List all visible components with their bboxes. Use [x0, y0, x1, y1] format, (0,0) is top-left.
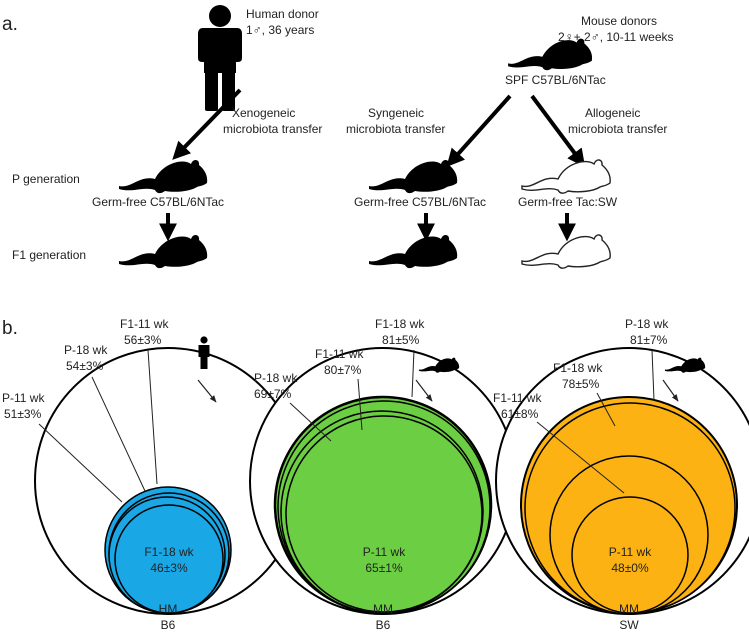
label-name: P-11 wk — [2, 391, 45, 405]
label-value: 80±7% — [324, 363, 362, 377]
allo-label-1: Allogeneic — [585, 106, 640, 120]
label-value: 81±5% — [382, 333, 420, 347]
germfree-b6-label-1: Germ-free C57BL/6NTac — [92, 195, 224, 209]
spf-mouse-icon — [508, 38, 593, 71]
spf-label: SPF C57BL/6NTac — [505, 73, 606, 87]
p-syn-mouse-icon — [369, 159, 458, 194]
label-name: P-18 wk — [254, 371, 298, 385]
leader-line — [91, 376, 146, 492]
circle-p-11wk — [571, 496, 689, 614]
human-donor-icon — [198, 5, 242, 111]
label-name: F1-11 wk — [315, 347, 364, 361]
leader-line — [289, 402, 332, 442]
leader-line — [147, 349, 158, 485]
leader-line — [38, 423, 123, 503]
label-value: 78±5% — [562, 377, 600, 391]
label-value: 51±3% — [4, 407, 42, 421]
syn-label-2: microbiota transfer — [346, 122, 445, 136]
group-footer-2: B6 — [376, 618, 391, 632]
mouse-donor-title: Mouse donors — [581, 14, 657, 28]
group-footer-1: MM — [619, 602, 639, 616]
label-name: P-11 wk — [363, 545, 406, 559]
allo-label-2: microbiota transfer — [568, 122, 667, 136]
f1-allo-mouse-icon — [521, 234, 611, 269]
label-name: P-18 wk — [625, 317, 669, 331]
label-name: F1-18 wk — [375, 317, 425, 331]
p-xeno-mouse-icon — [119, 159, 208, 194]
germfree-b6-label-2: Germ-free C57BL/6NTac — [354, 195, 486, 209]
venn-group-hm-b6: P-11 wk 51±3% P-18 wk 54±3% F1-11 wk 56±… — [2, 317, 302, 632]
label-value: 61±8% — [501, 407, 539, 421]
label-name: F1-18 wk — [553, 361, 603, 375]
leader-line — [536, 421, 625, 494]
mouse-donor-detail: 2♀+ 2♂, 10-11 weeks — [558, 30, 674, 44]
label-name: P-18 wk — [64, 343, 108, 357]
leader-line — [651, 349, 655, 401]
human-donor-detail: 1♂, 36 years — [246, 23, 314, 37]
human-icon — [198, 336, 210, 369]
human-donor-title: Human donor — [246, 7, 319, 21]
label-value: 81±7% — [630, 333, 668, 347]
p-generation-label: P generation — [12, 172, 80, 186]
icon-pointer-arrow — [415, 379, 433, 402]
label-value: 69±7% — [254, 387, 292, 401]
leader-line — [411, 349, 415, 398]
label-value: 56±3% — [124, 333, 162, 347]
group-footer-1: HM — [159, 602, 178, 616]
leader-line — [357, 378, 363, 431]
group-footer-1: MM — [373, 602, 393, 616]
syn-label-1: Syngeneic — [368, 106, 424, 120]
group-footer-2: B6 — [161, 618, 176, 632]
label-value: 54±3% — [66, 359, 104, 373]
germfree-sw-label: Germ-free Tac:SW — [518, 195, 618, 209]
label-name: F1-11 wk — [120, 317, 169, 331]
venn-group-mm-sw: F1-11 wk 61±8% F1-18 wk 78±5% P-18 wk 81… — [493, 317, 749, 632]
label-name: F1-18 wk — [144, 545, 194, 559]
xeno-label-1: Xenogeneic — [232, 106, 295, 120]
panel-b-tag: b. — [2, 318, 18, 339]
label-name: P-11 wk — [609, 545, 652, 559]
f1-syn-mouse-icon — [369, 234, 458, 269]
allogeneic-arrow — [530, 94, 586, 168]
leader-line — [596, 392, 616, 427]
p-allo-mouse-icon — [521, 159, 611, 194]
label-name: F1-11 wk — [493, 391, 542, 405]
label-value: 46±3% — [150, 561, 188, 575]
venn-group-mm-b6: P-18 wk 69±7% F1-11 wk 80±7% F1-18 wk 81… — [249, 317, 517, 632]
group-footer-2: SW — [619, 618, 639, 632]
f1-xeno-mouse-icon — [119, 234, 208, 269]
label-value: 65±1% — [365, 561, 403, 575]
panel-a-tag: a. — [2, 14, 18, 35]
circle-p-11wk — [285, 415, 483, 613]
icon-pointer-arrow — [197, 379, 217, 403]
syngeneic-arrow — [446, 94, 512, 168]
circle-f1-18wk — [114, 504, 224, 614]
f1-generation-label: F1 generation — [12, 248, 86, 262]
icon-pointer-arrow — [662, 379, 679, 402]
label-value: 48±0% — [611, 561, 649, 575]
xeno-label-2: microbiota transfer — [223, 122, 322, 136]
xenogeneic-arrow — [172, 88, 242, 160]
